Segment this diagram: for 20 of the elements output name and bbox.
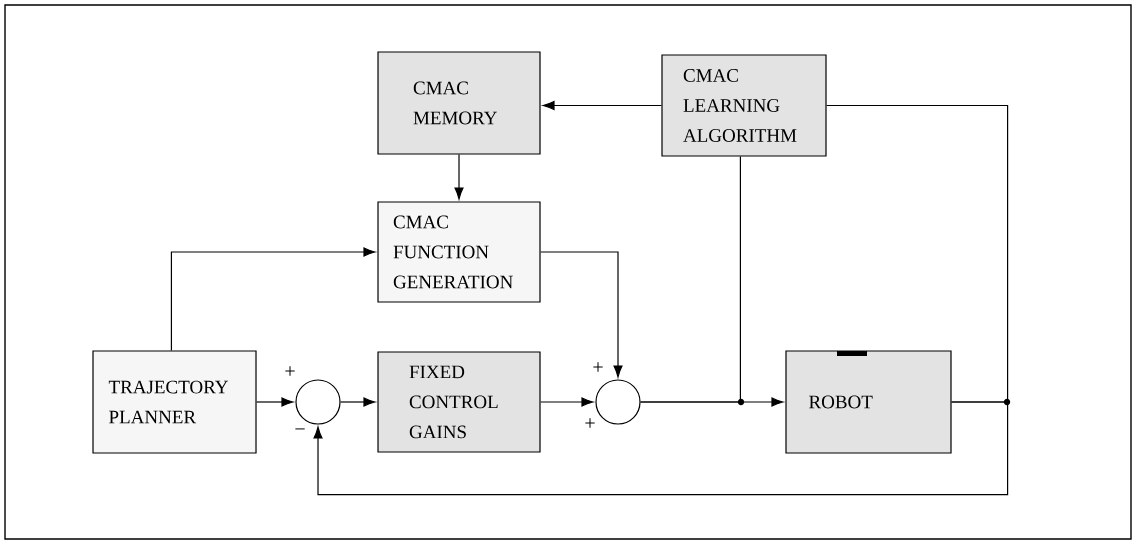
summing-junction (295, 379, 341, 425)
arrow (542, 100, 662, 111)
block-box: ROBOT (785, 350, 952, 454)
arrow (313, 401, 1009, 496)
block-box: CMAC FUNCTION GENERATION (377, 201, 541, 303)
block-box: FIXED CONTROL GAINS (377, 351, 541, 453)
arrow (540, 397, 594, 407)
sign-label: + (585, 418, 595, 428)
block-box: TRAJECTORY PLANNER (92, 350, 257, 454)
arrow (256, 397, 294, 407)
arrow (454, 154, 464, 200)
sign-label: − (295, 428, 305, 430)
sign-label: + (593, 362, 603, 372)
sign-label: + (285, 366, 295, 376)
block-box: CMAC LEARNING ALGORITHM (661, 54, 827, 157)
block-box: CMAC MEMORY (377, 51, 541, 155)
arrow (340, 397, 376, 407)
arrow (540, 251, 623, 378)
summing-junction (595, 379, 641, 425)
arrow (170, 247, 376, 351)
